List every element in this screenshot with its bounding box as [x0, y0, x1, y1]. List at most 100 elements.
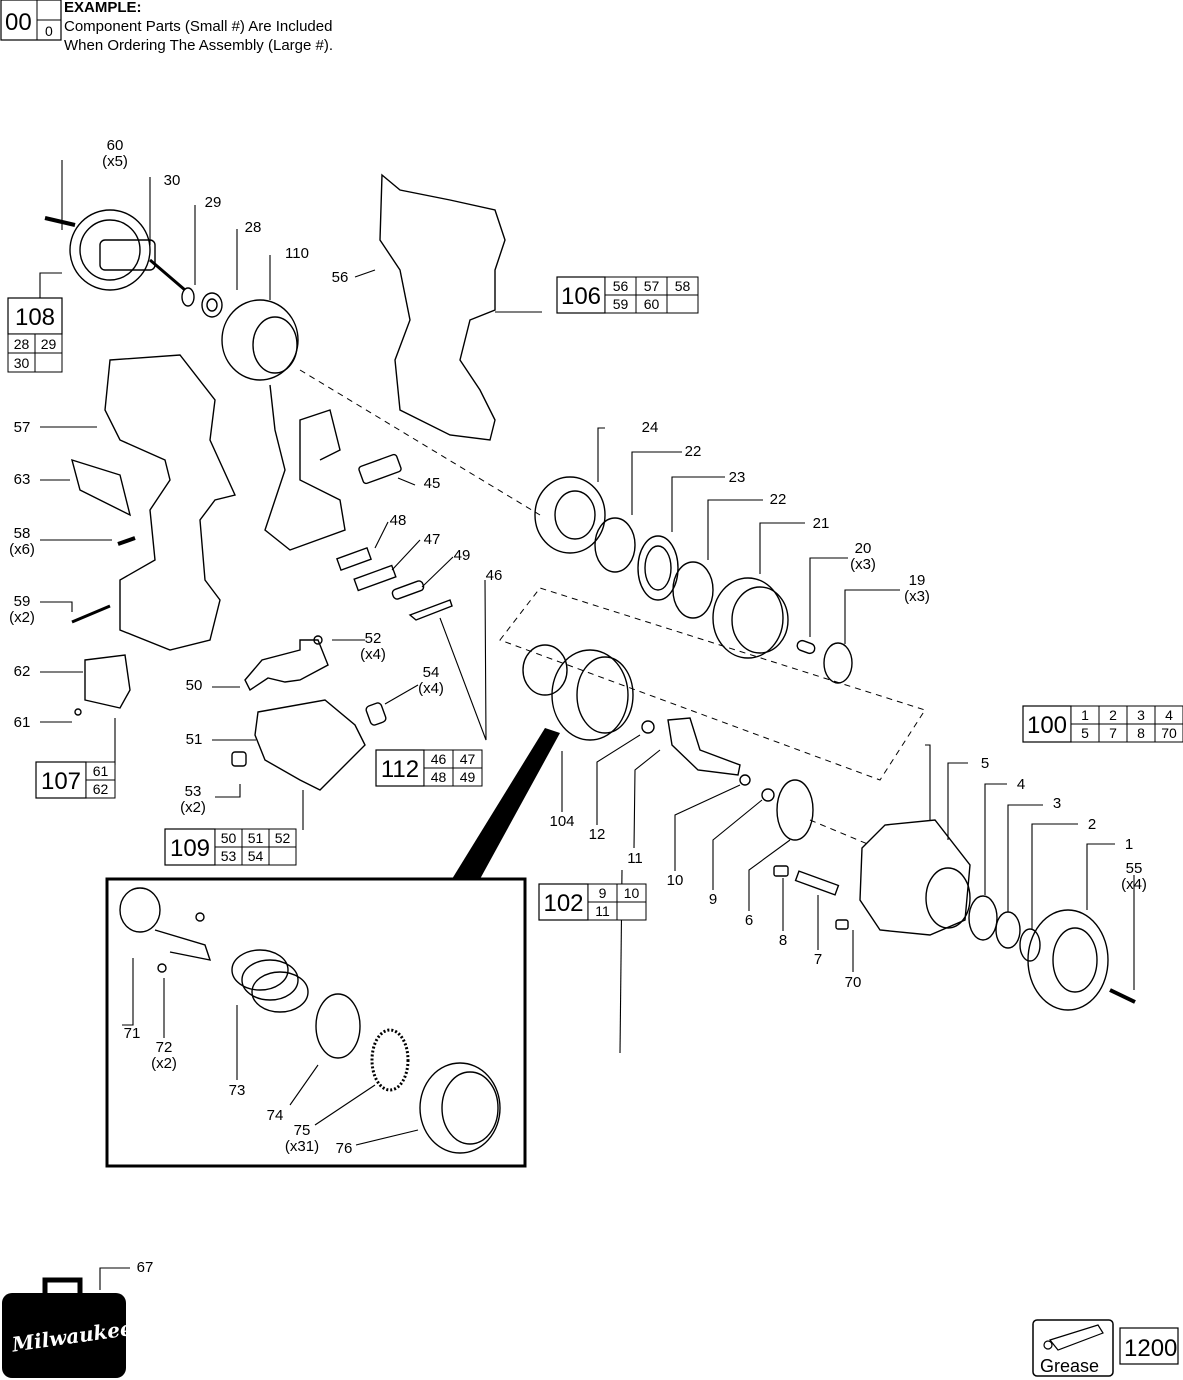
leader-line: [748, 839, 791, 911]
label-plate-part: [70, 458, 132, 517]
part-70: [835, 919, 849, 930]
washer-22b: [672, 561, 714, 619]
component-number: 47: [460, 751, 476, 767]
inset-spring-73: [231, 949, 309, 1013]
screw-58: [117, 536, 136, 546]
part-label-51: 51: [186, 731, 203, 748]
grease-icon: Grease: [1032, 1319, 1114, 1377]
component-number: 5: [1081, 725, 1089, 741]
end-cap-part: [44, 209, 186, 292]
axis-line: [299, 369, 541, 516]
leader-line: [671, 476, 725, 532]
leader-line: [99, 1267, 130, 1290]
part-label-47: 47: [424, 531, 441, 548]
part-label-73: 73: [229, 1082, 246, 1099]
planet-gear-19: [823, 642, 853, 684]
bushing-part: [181, 287, 195, 307]
leader-line: [397, 477, 416, 486]
grease-label: Grease: [1040, 1356, 1099, 1376]
component-number: 29: [41, 336, 57, 352]
leader-line: [631, 451, 682, 515]
assembly-number: 109: [170, 835, 210, 862]
part-quantity-72: (x2): [151, 1055, 177, 1072]
part-label-6: 6: [745, 912, 753, 929]
leader-line: [421, 556, 454, 588]
part-quantity-59: (x2): [9, 609, 35, 626]
base-51: [254, 699, 366, 791]
leader-line: [707, 499, 763, 560]
ring-9: [761, 788, 775, 802]
part-quantity-53: (x2): [180, 799, 206, 816]
part-quantity-54: (x4): [418, 680, 444, 697]
leader-line: [39, 272, 62, 300]
example-small-number: 0: [45, 23, 53, 39]
part-label-2: 2: [1088, 816, 1096, 833]
example-box: 00 0: [0, 0, 62, 41]
part-label-11: 11: [627, 850, 643, 867]
part-label-63: 63: [14, 471, 31, 488]
part-49: [391, 580, 425, 600]
bushing-54: [365, 702, 387, 726]
part-label-12: 12: [589, 826, 606, 843]
bearing-part: [201, 292, 223, 318]
assembly-number: 108: [15, 304, 55, 331]
component-number: 48: [431, 769, 447, 785]
part-label-71: 71: [124, 1025, 141, 1042]
part-label-55: 55: [1126, 860, 1143, 877]
motor-switch-part: [221, 299, 346, 551]
leader-line: [674, 784, 741, 871]
component-number: 52: [275, 830, 291, 846]
ball-12: [641, 720, 655, 734]
inset-balls-75: [370, 1028, 410, 1092]
leader-line: [597, 427, 605, 482]
assembly-number: 106: [561, 283, 601, 310]
part-label-8: 8: [779, 932, 787, 949]
ring-2: [1019, 928, 1041, 962]
part-label-76: 76: [336, 1140, 353, 1157]
leader-line: [947, 762, 968, 840]
assembly-number: 102: [543, 890, 583, 917]
component-number: 57: [644, 278, 660, 294]
part-7: [794, 870, 840, 896]
axis-line-2: [809, 819, 871, 846]
hammer-104: [522, 644, 634, 741]
part-label-20: 20: [855, 540, 872, 557]
anvil-11: [667, 717, 741, 776]
part-quantity-58: (x6): [9, 541, 35, 558]
carrying-case-icon: Milwaukee: [2, 1277, 134, 1378]
washer-22a: [594, 517, 636, 573]
part-label-74: 74: [267, 1107, 284, 1124]
inset-hammer-76: [419, 1062, 501, 1154]
leader-line: [289, 1064, 319, 1106]
inset-washer-74: [315, 993, 361, 1059]
bracket-50: [244, 639, 329, 692]
component-number: 50: [221, 830, 237, 846]
ring-10: [739, 774, 751, 786]
screw-52: [313, 635, 323, 645]
component-number: 58: [675, 278, 691, 294]
component-number: 9: [599, 885, 607, 901]
part-quantity-52: (x4): [360, 646, 386, 663]
example-line-2: When Ordering The Assembly (Large #).: [64, 37, 334, 54]
part-label-58: 58: [14, 525, 31, 542]
example-big-number: 00: [5, 9, 32, 36]
component-number: 51: [248, 830, 264, 846]
component-number: 49: [460, 769, 476, 785]
component-number: 60: [644, 296, 660, 312]
assembly-number: 100: [1027, 712, 1067, 739]
part-label-24: 24: [642, 419, 659, 436]
detail-callout-wedge: [452, 728, 560, 879]
part-label-1: 1: [1125, 836, 1133, 853]
part-label-57: 57: [14, 419, 31, 436]
component-number: 4: [1165, 707, 1173, 723]
part-label-21: 21: [813, 515, 830, 532]
leader-line: [984, 783, 1007, 895]
part-label-49: 49: [454, 547, 471, 564]
